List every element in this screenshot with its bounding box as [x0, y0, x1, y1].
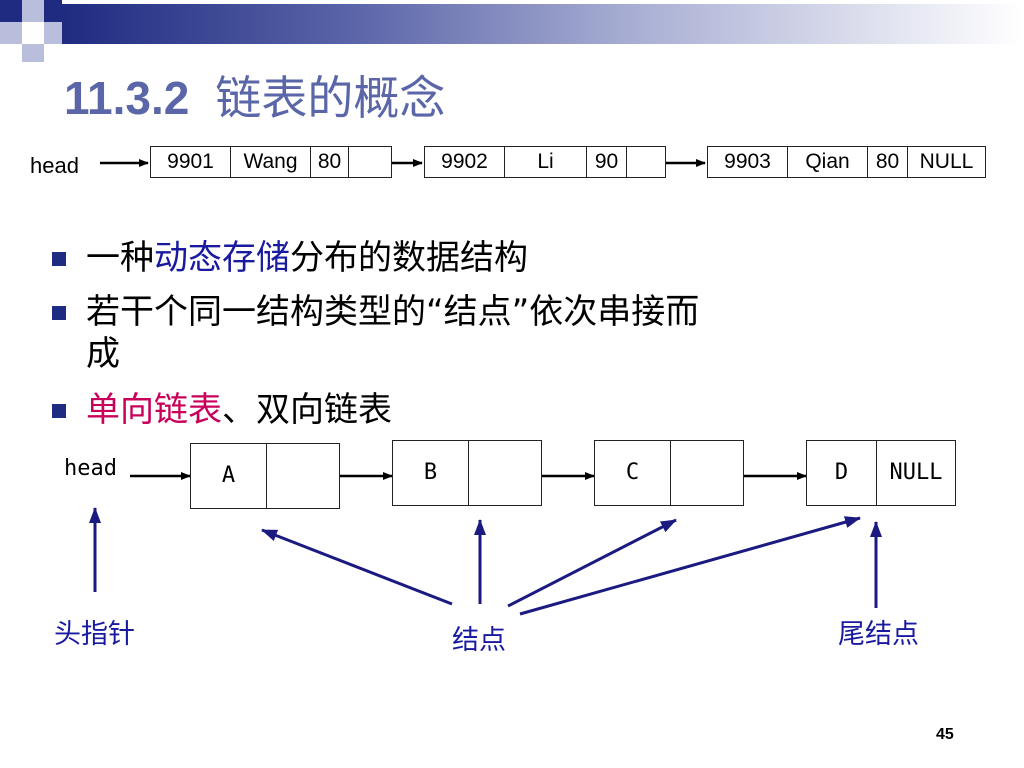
bullet-1-part-1: 一种	[86, 238, 154, 278]
node-data: A	[191, 444, 267, 508]
bullet-2-continuation: 成	[86, 334, 120, 374]
record-id: 9901	[151, 147, 231, 177]
title-text: 链表的概念	[215, 71, 446, 125]
bullet-3: 单向链表、双向链表	[86, 390, 392, 430]
record-score: 80	[311, 147, 349, 177]
list-node-b: B	[392, 440, 542, 506]
bottom-head-label: head	[64, 456, 117, 481]
record-next	[627, 147, 665, 177]
decor-square	[22, 0, 44, 22]
bullet-marker	[52, 404, 66, 418]
bullet-marker	[52, 306, 66, 320]
head-pointer-label: 头指针	[54, 619, 135, 650]
node-label: 结点	[452, 625, 506, 656]
decor-square	[0, 0, 22, 22]
record-next: NULL	[919, 150, 974, 173]
record-node-2: 9902 Li 90	[424, 146, 666, 178]
node-arrow-c	[507, 518, 677, 608]
record-score: 90	[587, 147, 627, 177]
record-id: 9903	[708, 147, 788, 177]
node-arrow-a	[261, 528, 453, 606]
list-node-d: D NULL	[806, 440, 956, 506]
header-gradient-bar	[62, 4, 1024, 44]
decor-square	[0, 22, 22, 44]
node-data: B	[393, 441, 469, 505]
record-node-3: 9903 Qian 80 NULL	[707, 146, 986, 178]
node-next	[469, 441, 541, 505]
node-next	[671, 441, 743, 505]
record-next	[349, 147, 391, 177]
bullet-1: 一种动态存储分布的数据结构	[86, 238, 528, 278]
top-head-label: head	[30, 153, 79, 178]
record-score: 80	[868, 147, 908, 177]
node-data: D	[807, 441, 877, 505]
bullet-3-part-2: 、双向链表	[222, 390, 392, 430]
record-id: 9902	[425, 147, 505, 177]
bullet-marker	[52, 252, 66, 266]
bullet-2: 若干个同一结构类型的“结点”依次串接而	[86, 292, 699, 332]
bullet-3-highlight: 单向链表	[86, 390, 222, 430]
node-arrow-d	[519, 516, 861, 616]
node-next: NULL	[889, 460, 943, 485]
tail-node-label: 尾结点	[838, 619, 919, 650]
bullet-2-text: 若干个同一结构类型的“结点”依次串接而	[86, 292, 700, 332]
decor-square	[44, 22, 62, 44]
record-name: Li	[505, 147, 587, 177]
list-node-c: C	[594, 440, 744, 506]
page-number: 45	[936, 726, 954, 743]
decor-square	[22, 44, 44, 62]
title-number: 11.3.2	[64, 72, 190, 124]
node-data: C	[595, 441, 671, 505]
bullet-1-part-3: 分布的数据结构	[290, 238, 528, 278]
node-next	[267, 444, 339, 508]
record-name: Wang	[231, 147, 311, 177]
bullet-1-highlight: 动态存储	[154, 238, 290, 278]
list-node-a: A	[190, 443, 340, 509]
slide-title: 11.3.2 链表的概念	[64, 62, 445, 128]
record-node-1: 9901 Wang 80	[150, 146, 392, 178]
record-name: Qian	[788, 147, 868, 177]
decor-square	[44, 0, 62, 22]
decor-square	[22, 22, 44, 44]
